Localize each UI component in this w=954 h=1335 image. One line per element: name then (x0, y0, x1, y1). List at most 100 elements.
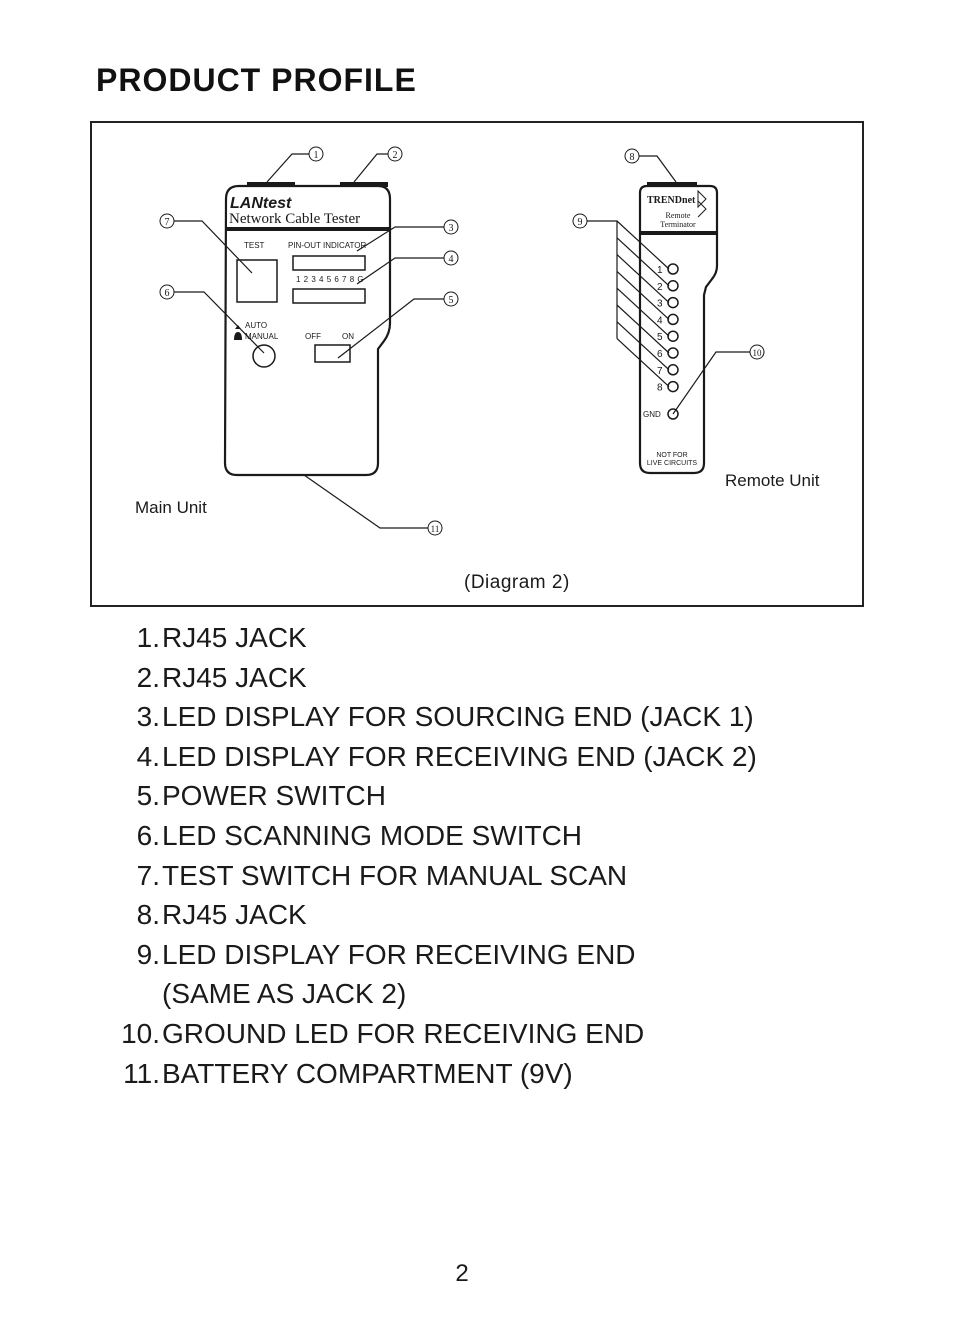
remote-led (667, 263, 679, 275)
led-display-receiving (292, 288, 366, 304)
pinout-label: PIN-OUT INDICATOR (288, 241, 366, 250)
remote-line2: Terminator (660, 220, 696, 229)
warning-line1: NOT FOR (656, 452, 687, 459)
remote-led-number: 7 (657, 366, 663, 377)
remote-led-number: 4 (657, 315, 663, 326)
manual-indicator-icon (234, 332, 242, 340)
warning-line2: LIVE CIRCUITS (647, 460, 698, 467)
leader-8 (639, 155, 677, 183)
remote-led-number: 8 (657, 383, 663, 394)
legend-text: LED DISPLAY FOR RECEIVING END (162, 938, 636, 970)
legend-text: LED SCANNING MODE SWITCH (162, 819, 583, 851)
leader-9-trunk (587, 220, 618, 339)
callout-markers: 1 2 3 4 5 6 7 8 9 10 11 (159, 146, 765, 536)
legend-number: 6. (136, 819, 160, 851)
remote-line1: Remote (666, 211, 691, 220)
remote-led (667, 364, 679, 376)
leader-9 (587, 220, 670, 388)
legend-text: RJ45 JACK (162, 661, 307, 693)
diagram-caption: (Diagram 2) (464, 572, 570, 593)
gnd-label: GND (643, 410, 661, 419)
legend-text: POWER SWITCH (162, 780, 386, 812)
leader-9-branch (616, 321, 670, 371)
leader-lines (174, 153, 750, 529)
leader-7 (174, 220, 253, 274)
remote-led (667, 347, 679, 359)
legend-item: 2.RJ45 JACK (0, 658, 954, 698)
remote-unit-label: Remote Unit (725, 471, 820, 490)
remote-unit-body (638, 184, 719, 475)
leader-11 (303, 474, 428, 529)
leader-6 (174, 291, 265, 354)
remote-led-number: 1 (657, 265, 663, 276)
callout-2: 2 (387, 146, 403, 162)
page-title: PRODUCT PROFILE (96, 62, 417, 98)
page-number: 2 (455, 1260, 469, 1287)
leader-9-branch (616, 254, 670, 304)
legend-item: 4.LED DISPLAY FOR RECEIVING END (JACK 2) (0, 737, 954, 777)
callout-circle (159, 284, 175, 300)
legend-item: (SAME AS JACK 2) (0, 974, 954, 1014)
remote-led-number: 6 (657, 349, 663, 360)
leader-9-branch (616, 304, 670, 354)
callout-number: 1 (314, 150, 319, 161)
brand-lantest: LANtest (230, 195, 292, 212)
legend-text: (SAME AS JACK 2) (162, 978, 407, 1010)
callout-circle (308, 146, 324, 162)
leader-4 (356, 257, 444, 285)
callout-circle (624, 148, 640, 164)
legend-number: 7. (136, 859, 160, 891)
legend-text: BATTERY COMPARTMENT (9V) (162, 1057, 573, 1089)
legend-number: 11. (123, 1057, 160, 1089)
legend-text: LED DISPLAY FOR SOURCING END (JACK 1) (162, 701, 754, 733)
legend-item: 5.POWER SWITCH (0, 776, 954, 816)
legend-number: 3. (136, 701, 160, 733)
legend-text: GROUND LED FOR RECEIVING END (162, 1017, 645, 1049)
legend-number: 1. (136, 622, 160, 653)
leader-2 (353, 153, 388, 183)
leader-9-branch (616, 270, 670, 320)
remote-led-number: 5 (657, 332, 663, 343)
rj45-jack-2 (340, 182, 388, 187)
legend-number: 8. (136, 899, 160, 931)
diagram-frame: LANtest Network Cable Tester TEST PIN-OU… (90, 121, 864, 607)
callout-circle (443, 250, 459, 266)
callout-circle (159, 213, 175, 229)
power-switch (314, 344, 351, 363)
legend-number: 10. (121, 1017, 160, 1049)
callout-number: 7 (165, 217, 170, 228)
remote-led (667, 380, 679, 393)
leader-3 (356, 226, 444, 252)
main-unit-text: LANtest Network Cable Tester TEST PIN-OU… (135, 195, 366, 517)
legend-item: 1.RJ45 JACK (0, 618, 954, 658)
test-button (236, 259, 278, 303)
leader-5 (337, 298, 444, 359)
callout-number: 3 (449, 223, 454, 234)
legend-text: TEST SWITCH FOR MANUAL SCAN (162, 859, 628, 891)
rj45-jack-8 (647, 182, 697, 187)
leader-10 (672, 351, 750, 415)
callout-4: 4 (443, 250, 459, 266)
legend-item: 8.RJ45 JACK (0, 895, 954, 935)
remote-led (667, 313, 679, 326)
remote-led (667, 296, 679, 309)
callout-number: 11 (431, 524, 440, 534)
leader-9-branch (616, 220, 670, 270)
brand-subtitle: Network Cable Tester (229, 211, 360, 227)
callout-number: 9 (578, 217, 583, 228)
callout-number: 2 (393, 150, 398, 161)
callout-circle (443, 219, 459, 235)
callout-number: 8 (630, 152, 635, 163)
remote-unit-text: TRENDnet Remote Terminator GND NOT FOR L… (643, 195, 820, 490)
main-unit-body (223, 184, 392, 477)
callout-8: 8 (624, 148, 640, 164)
legend-item: 7.TEST SWITCH FOR MANUAL SCAN (0, 856, 954, 896)
led-display-sourcing (292, 255, 366, 271)
remote-led-number: 2 (657, 282, 663, 293)
mode-switch (252, 344, 276, 368)
callout-11: 11 (427, 520, 443, 536)
callout-5: 5 (443, 291, 459, 307)
callout-number: 10 (753, 348, 763, 358)
